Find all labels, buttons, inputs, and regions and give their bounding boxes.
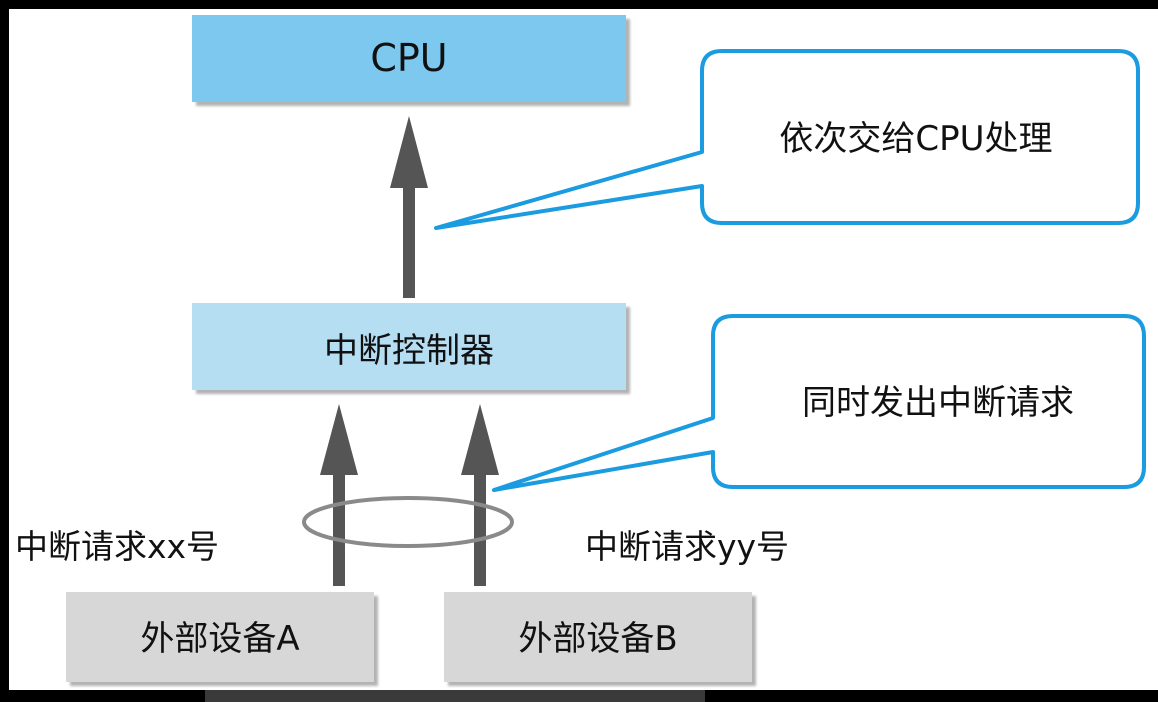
arrow-shaft <box>333 472 345 586</box>
callout-deliver-text: 依次交给CPU处理 <box>779 119 1052 159</box>
callout-simultaneous: 同时发出中断请求 <box>492 314 1146 492</box>
controller-node: 中断控制器 <box>192 303 626 390</box>
watermark-text: 掘金技术社区 @ 小墙程序员 <box>845 656 1136 682</box>
bottom-strip-fragment <box>205 690 705 702</box>
device-a-box <box>66 592 374 682</box>
device-a-label: 外部设备A <box>140 619 299 659</box>
arrow-shaft <box>403 186 415 298</box>
arrow-head <box>320 404 358 475</box>
cpu-label: CPU <box>370 36 447 80</box>
request-yy-label: 中断请求yy号 <box>585 527 789 566</box>
cpu-node: CPU <box>192 15 626 102</box>
arrow-controller-to-cpu <box>390 116 428 298</box>
simultaneous-ellipse <box>302 496 514 548</box>
device-b-label: 外部设备B <box>518 619 677 659</box>
controller-label: 中断控制器 <box>324 331 494 371</box>
device-a-node: 外部设备A <box>66 592 374 682</box>
request-xx-label: 中断请求xx号 <box>15 527 219 566</box>
callout-simultaneous-text: 同时发出中断请求 <box>802 383 1074 423</box>
arrow-device-b-to-controller <box>461 404 499 586</box>
arrow-head <box>461 404 499 475</box>
arrow-device-a-to-controller <box>320 404 358 586</box>
arrow-shaft <box>474 472 486 586</box>
callout-simultaneous-shape <box>492 314 1146 492</box>
callout-deliver: 依次交给CPU处理 <box>434 49 1140 230</box>
controller-box <box>192 303 626 390</box>
cpu-box <box>192 15 626 102</box>
callout-deliver-shape <box>434 49 1140 230</box>
device-b-box <box>444 592 752 682</box>
arrow-head <box>390 116 428 188</box>
device-b-node: 外部设备B <box>444 592 752 682</box>
